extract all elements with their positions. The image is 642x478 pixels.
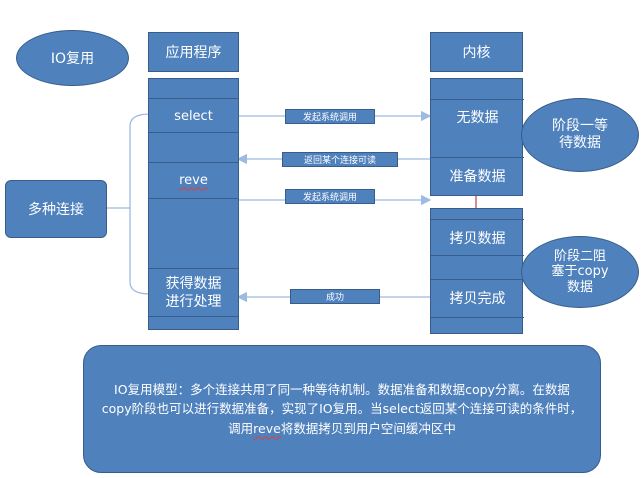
kernel-cell-copy-done-label: 拷贝完成 bbox=[449, 291, 506, 307]
io-mux-label: IO复用 bbox=[50, 51, 95, 67]
description-box: IO复用模型：多个连接共用了同一种等待机制。数据准备和数据copy分离。在数据c… bbox=[83, 345, 601, 473]
label-success: 成功 bbox=[290, 289, 380, 304]
kernel-divider bbox=[431, 157, 524, 158]
app-header-label: 应用程序 bbox=[165, 45, 222, 61]
label-return-readable: 返回某个连接可读 bbox=[282, 152, 398, 167]
app-cell-select: select bbox=[148, 100, 239, 132]
kernel-divider bbox=[431, 317, 524, 318]
stage2-label: 阶段二阻 塞于copy 数据 bbox=[551, 248, 609, 295]
label-syscall2-text: 发起系统调用 bbox=[302, 193, 357, 203]
description-part2: 将数据拷贝到用户空间缓冲区中 bbox=[280, 420, 456, 436]
kernel-cell-no-data-label: 无数据 bbox=[456, 110, 499, 126]
stage1-ellipse: 阶段一等 待数据 bbox=[521, 98, 639, 172]
kernel-divider bbox=[431, 255, 524, 256]
label-syscall2: 发起系统调用 bbox=[285, 189, 375, 204]
io-mux-ellipse: IO复用 bbox=[16, 30, 129, 86]
description-part1: IO复用模型：多个连接共用了同一种等待机制。数据准备和数据copy分离。在数据c… bbox=[101, 381, 583, 436]
app-divider bbox=[148, 132, 239, 133]
kernel-header: 内核 bbox=[430, 32, 523, 72]
kernel-column-upper: 无数据 准备数据 bbox=[430, 78, 524, 196]
kernel-divider bbox=[431, 99, 524, 100]
kernel-cell-copy-done: 拷贝完成 bbox=[431, 281, 524, 315]
app-cell-reve-label: reve bbox=[179, 172, 208, 188]
label-return-readable-text: 返回某个连接可读 bbox=[303, 156, 376, 166]
kernel-cell-data-ready: 准备数据 bbox=[431, 159, 524, 193]
description-text: IO复用模型：多个连接共用了同一种等待机制。数据准备和数据copy分离。在数据c… bbox=[101, 380, 583, 438]
stage2-ellipse: 阶段二阻 塞于copy 数据 bbox=[521, 236, 639, 308]
kernel-cell-copy-data-label: 拷贝数据 bbox=[449, 231, 506, 247]
multi-connection-box: 多种连接 bbox=[5, 180, 107, 238]
app-divider bbox=[148, 316, 239, 317]
multi-connection-label: 多种连接 bbox=[28, 202, 84, 218]
app-cell-select-label: select bbox=[174, 108, 213, 124]
kernel-cell-data-ready-label: 准备数据 bbox=[449, 169, 506, 185]
kernel-cell-no-data: 无数据 bbox=[431, 101, 524, 133]
app-header: 应用程序 bbox=[148, 32, 239, 72]
stage1-label: 阶段一等 待数据 bbox=[552, 117, 608, 152]
app-column bbox=[148, 78, 239, 330]
kernel-column-lower: 拷贝数据 拷贝完成 bbox=[430, 208, 524, 334]
app-divider bbox=[148, 198, 239, 199]
app-cell-reve: reve bbox=[148, 164, 239, 196]
kernel-divider bbox=[431, 279, 524, 280]
app-divider bbox=[148, 268, 239, 269]
description-reve: reve bbox=[253, 420, 281, 436]
kernel-header-label: 内核 bbox=[462, 45, 491, 61]
app-divider bbox=[148, 162, 239, 163]
app-cell-get-data-label: 获得数据 进行处理 bbox=[165, 275, 222, 310]
kernel-divider bbox=[431, 219, 524, 220]
kernel-cell-copy-data: 拷贝数据 bbox=[431, 221, 524, 255]
app-cell-get-data: 获得数据 进行处理 bbox=[148, 270, 239, 316]
label-syscall1: 发起系统调用 bbox=[285, 109, 375, 124]
brace-connector bbox=[129, 113, 151, 295]
label-success-text: 成功 bbox=[325, 293, 344, 303]
app-column-cells: select reve 获得数据 进行处理 bbox=[148, 78, 239, 330]
label-syscall1-text: 发起系统调用 bbox=[302, 113, 357, 123]
app-divider bbox=[148, 98, 239, 99]
